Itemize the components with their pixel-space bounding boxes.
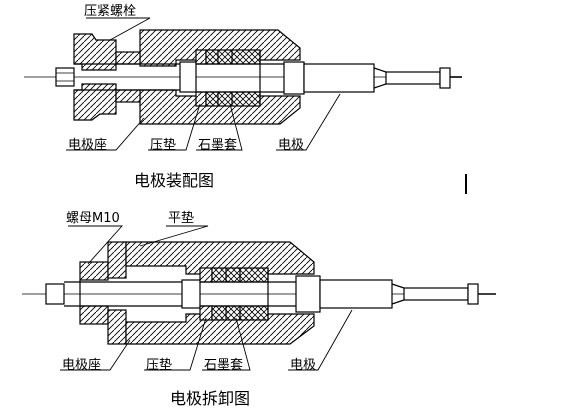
assembly-drawing (24, 17, 462, 151)
label-electrode-bottom: 电极 (290, 358, 316, 373)
label-graphite-sleeve-bottom: 石墨套 (204, 357, 243, 373)
disassembly-flat-washer (107, 241, 127, 345)
disassembly-nut (79, 261, 109, 325)
disassembly-pressure-pad (181, 267, 213, 321)
disassembly-end-cap (45, 283, 65, 305)
label-graphite-sleeve-top: 石墨套 (198, 137, 237, 153)
disassembly-electrode-seat (125, 241, 315, 345)
assembly-leaders (66, 17, 341, 151)
label-pressure-pad-top: 压垫 (150, 137, 176, 153)
disassembly-drawing (22, 225, 496, 371)
label-nut-m10: 螺母M10 (66, 211, 120, 226)
label-flat-washer: 平垫 (168, 210, 194, 226)
disassembly-leaders (60, 225, 353, 371)
label-electrode-seat-bottom: 电极座 (62, 358, 101, 373)
assembly-graphite-sleeve (205, 49, 261, 107)
disassembly-caption: 电极拆卸图 (170, 389, 250, 408)
assembly-electrode (283, 61, 462, 95)
label-electrode-seat-top: 电极座 (68, 138, 107, 153)
label-pressure-pad-bottom: 压垫 (146, 357, 172, 373)
label-electrode-top: 电极 (278, 138, 304, 153)
label-clamp-bolt: 压紧螺栓 (84, 4, 136, 19)
disassembly-electrode (295, 275, 496, 313)
assembly-caption: 电极装配图 (134, 171, 214, 190)
assembly-clamp-bolt (73, 33, 180, 121)
assembly-end-cap (55, 67, 75, 87)
